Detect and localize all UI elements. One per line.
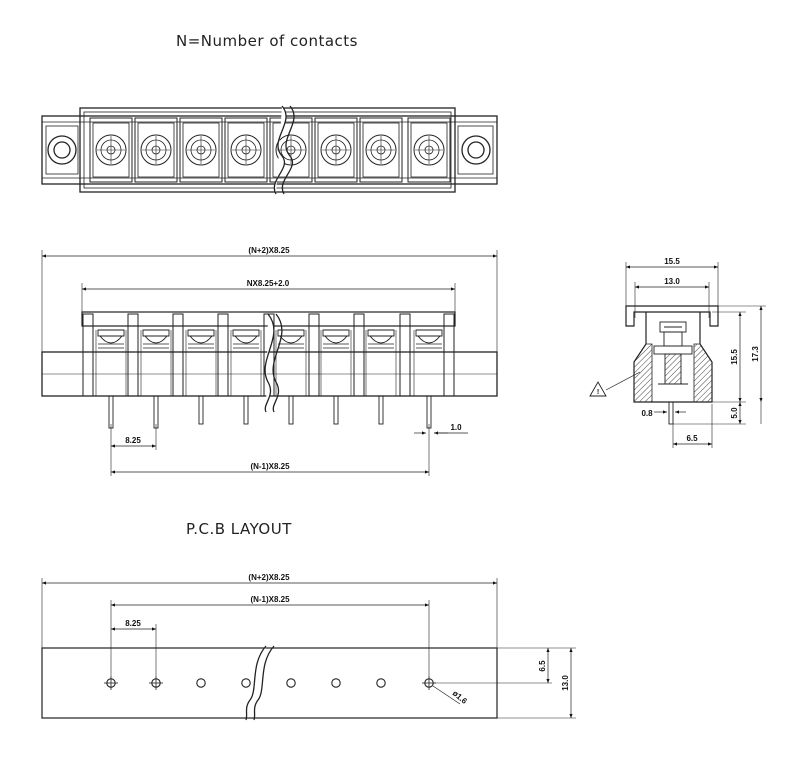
front-separator-7 (353, 313, 365, 397)
screw-head (140, 134, 172, 166)
front-body-width-label: NX8.25+2.0 (247, 279, 290, 288)
top-contact-5 (269, 117, 313, 183)
pcb-hole-offset-label: 6.5 (538, 660, 547, 672)
side-pin-thickness-label: 0.8 (641, 409, 653, 418)
top-contact-8 (407, 117, 451, 183)
front-view (41, 250, 498, 476)
front-separator-3 (172, 313, 184, 397)
front-pin (153, 395, 159, 429)
front-pin-width-label: 1.0 (450, 423, 462, 432)
front-terminal-3 (185, 329, 217, 425)
screw-head (320, 134, 352, 166)
front-terminal-7 (365, 329, 397, 425)
front-pin (198, 395, 204, 425)
screw-head (95, 134, 127, 166)
front-separator-6 (308, 313, 320, 397)
pcb-hole-6 (331, 678, 341, 688)
pcb-layout-view (41, 578, 576, 721)
side-outer-width-label: 15.5 (664, 257, 680, 266)
screw-head (413, 134, 445, 166)
front-separator-1 (82, 313, 94, 397)
pcb-hole-7 (376, 678, 386, 688)
front-terminal-6 (320, 329, 352, 425)
warning-mark: ! (597, 389, 599, 396)
side-view (589, 262, 766, 448)
pcb-total-width-label: (N+2)X8.25 (248, 573, 290, 582)
top-contact-3 (179, 117, 223, 183)
screw-head (275, 134, 307, 166)
side-inner-width-label: 13.0 (664, 277, 680, 286)
pcb-layout-title: P.C.B LAYOUT (186, 520, 292, 538)
top-contact-7 (359, 117, 403, 183)
pcb-hole-span-label: (N-1)X8.25 (250, 595, 290, 604)
pcb-board-height-label: 13.0 (561, 675, 570, 691)
pcb-hole-5 (286, 678, 296, 688)
mount-hole-right (461, 135, 491, 165)
top-contact-6 (314, 117, 358, 183)
side-pin-length-label: 5.0 (730, 407, 739, 419)
pcb-hole-diameter-label: ø1.6 (451, 689, 469, 707)
screw-head (185, 134, 217, 166)
front-pin (426, 395, 432, 429)
screw-head (365, 134, 397, 166)
front-pin-span-label: (N-1)X8.25 (250, 462, 290, 471)
top-contact-1 (89, 117, 133, 183)
warning-triangle (589, 381, 607, 397)
pcb-hole-3 (196, 678, 206, 688)
pcb-hole-4 (241, 678, 251, 688)
front-separator-2 (127, 313, 139, 397)
front-separator-4 (217, 313, 229, 397)
front-pitch-label: 8.25 (125, 436, 141, 445)
pcb-hole-1 (104, 676, 118, 690)
front-terminal-2 (140, 329, 172, 429)
front-separator-8 (399, 313, 411, 397)
side-body-height-label: 15.5 (730, 349, 739, 365)
top-contact-4 (224, 117, 268, 183)
mount-ear-right (457, 125, 494, 175)
side-pin-offset-label: 6.5 (686, 434, 698, 443)
front-pin (108, 395, 114, 429)
side-pin (668, 401, 674, 425)
screw-head (230, 134, 262, 166)
front-pin (333, 395, 339, 425)
pcb-pitch-label: 8.25 (125, 619, 141, 628)
front-terminal-1 (95, 329, 127, 429)
front-total-width-label: (N+2)X8.25 (248, 246, 290, 255)
front-pin (378, 395, 384, 425)
top-view (41, 105, 498, 195)
front-terminal-5 (275, 329, 307, 425)
side-total-height-label: 17.3 (751, 346, 760, 362)
front-pin (288, 395, 294, 425)
pcb-hole-2 (149, 676, 163, 690)
front-terminal-8 (413, 329, 445, 429)
top-contact-2 (134, 117, 178, 183)
front-pin (243, 395, 249, 425)
mount-ear-left (45, 125, 79, 175)
mount-hole-left (47, 135, 77, 165)
drawing-title: N=Number of contacts (176, 32, 358, 50)
front-terminal-4 (230, 329, 262, 425)
